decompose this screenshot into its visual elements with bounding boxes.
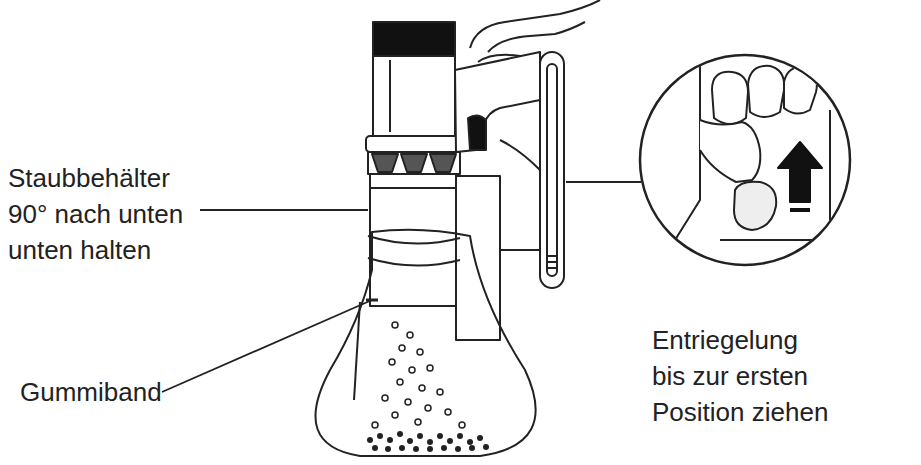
callout-label: Staubbehälter 90° nach unten unten halte…: [8, 160, 203, 268]
callout-label: Entriegelung bis zur ersten Position zie…: [652, 322, 836, 430]
callout-label: Gummiband: [20, 374, 190, 410]
